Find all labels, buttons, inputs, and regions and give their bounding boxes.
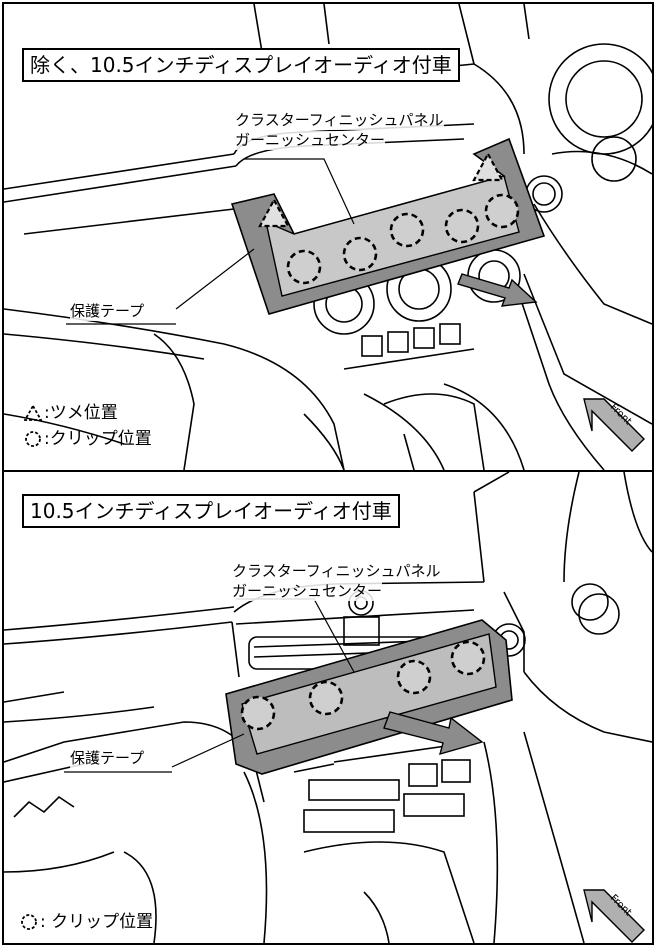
- legend-claw-text: :ツメ位置: [44, 403, 118, 423]
- bottom-dashboard-illustration: [4, 472, 652, 943]
- triangle-clip-icon: [24, 405, 44, 421]
- clip-marker: [484, 193, 520, 229]
- clip-marker: [389, 212, 425, 248]
- clip-marker: [450, 640, 486, 676]
- part-label-line1: クラスターフィニッシュパネル: [235, 111, 444, 130]
- claw-marker: [472, 151, 504, 182]
- clip-marker: [286, 249, 322, 285]
- legend-claw: :ツメ位置: [24, 401, 118, 425]
- top-panel: 除く、10.5インチディスプレイオーディオ付車 クラスターフィニッシュパネル ガ…: [4, 4, 652, 472]
- protective-tape-label: 保護テープ: [70, 749, 145, 768]
- top-panel-title: 除く、10.5インチディスプレイオーディオ付車: [22, 48, 460, 82]
- legend-clip-text: : クリップ位置: [40, 912, 154, 932]
- claw-marker: [258, 197, 290, 228]
- clip-marker: [444, 208, 480, 244]
- clip-marker: [240, 695, 276, 731]
- legend-clip: : クリップ位置: [20, 910, 153, 934]
- part-label-line2: ガーニッシュセンター: [232, 582, 383, 601]
- clip-marker: [396, 659, 432, 695]
- circle-clip-icon: [20, 913, 40, 931]
- front-arrow: [583, 889, 645, 943]
- protective-tape-label: 保護テープ: [70, 302, 145, 321]
- legend-clip: :クリップ位置: [24, 427, 152, 451]
- clip-marker: [308, 680, 344, 716]
- bottom-panel: 10.5インチディスプレイオーディオ付車 クラスターフィニッシュパネル ガーニッ…: [4, 472, 652, 943]
- clip-marker: [342, 236, 378, 272]
- part-label-line2: ガーニッシュセンター: [235, 131, 386, 150]
- front-arrow: [583, 398, 645, 452]
- bottom-panel-title: 10.5インチディスプレイオーディオ付車: [22, 494, 400, 528]
- removal-arrow: [457, 273, 538, 307]
- part-label-line1: クラスターフィニッシュパネル: [232, 562, 441, 581]
- removal-arrow: [383, 711, 484, 756]
- circle-clip-icon: [24, 430, 44, 448]
- legend-clip-text: :クリップ位置: [44, 429, 152, 449]
